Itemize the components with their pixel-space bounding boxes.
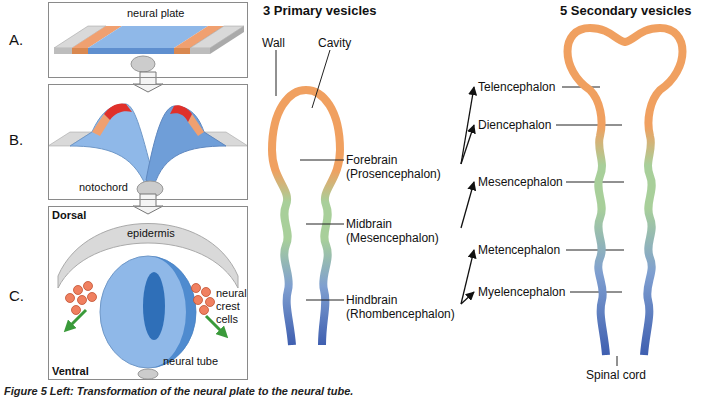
orientation-label: Ventral: [52, 365, 89, 378]
part-label: Cavity: [318, 36, 351, 50]
neural-tube-drawing: [58, 224, 238, 380]
derivation-arrow: [461, 292, 474, 304]
term-label: Metencephalon: [478, 243, 560, 257]
secondary-vesicle-tube: [568, 28, 683, 355]
derivation-arrow: [461, 87, 474, 164]
part-label: neural crest cells: [216, 287, 250, 326]
neural-fold-drawing: [48, 103, 248, 197]
vesicle-term: Metencephalon: [478, 243, 560, 257]
vesicle-term: Mesencephalon: [478, 175, 563, 189]
leader-lines: [276, 50, 624, 366]
block-arrow: [133, 194, 163, 214]
figure-caption: Figure 5 Left: Transformation of the neu…: [4, 385, 353, 398]
term-label: Hindbrain (Rhombencephalon): [346, 293, 458, 321]
part-label: Wall: [262, 36, 285, 50]
panel-letter: C.: [9, 287, 24, 304]
neural-plate-drawing: [54, 26, 244, 72]
vesicle-term: Telencephalon: [478, 80, 555, 94]
part-label: epidermis: [127, 227, 175, 240]
term-label: Telencephalon: [478, 80, 555, 94]
vesicle-term: Hindbrain (Rhombencephalon): [346, 293, 458, 321]
term-label: Mesencephalon: [478, 175, 563, 189]
panel-letter: B.: [9, 131, 23, 148]
term-label: Myelencephalon: [478, 285, 565, 299]
derivation-arrow: [461, 250, 474, 304]
term-label: Midbrain (Mesencephalon): [346, 217, 458, 245]
term-label: Forebrain (Prosencephalon): [346, 153, 458, 181]
orientation-label: Dorsal: [52, 209, 86, 222]
stage-panel: A.neural plate: [48, 2, 248, 78]
panel-letter: A.: [9, 31, 23, 48]
stage-panel: B.notochord: [48, 84, 248, 200]
block-arrow: [133, 72, 163, 92]
derivation-arrow: [461, 182, 474, 228]
part-label: neural plate: [127, 7, 185, 20]
part-label: Spinal cord: [586, 368, 646, 382]
vesicle-term: Myelencephalon: [478, 285, 565, 299]
part-label: neural tube: [163, 355, 218, 368]
primary-vesicle-tube: [272, 90, 340, 345]
term-label: Diencephalon: [478, 118, 551, 132]
derivation-arrow: [461, 125, 474, 164]
stage-panel: C.Dorsalepidermisneural crest cellsneura…: [48, 206, 248, 380]
vesicle-term: Midbrain (Mesencephalon): [346, 217, 458, 245]
vesicle-term: Diencephalon: [478, 118, 551, 132]
vesicle-term: Forebrain (Prosencephalon): [346, 153, 458, 181]
heading-label: 3 Primary vesicles: [263, 4, 376, 18]
heading-label: 5 Secondary vesicles: [560, 4, 692, 18]
part-label: notochord: [79, 181, 128, 194]
